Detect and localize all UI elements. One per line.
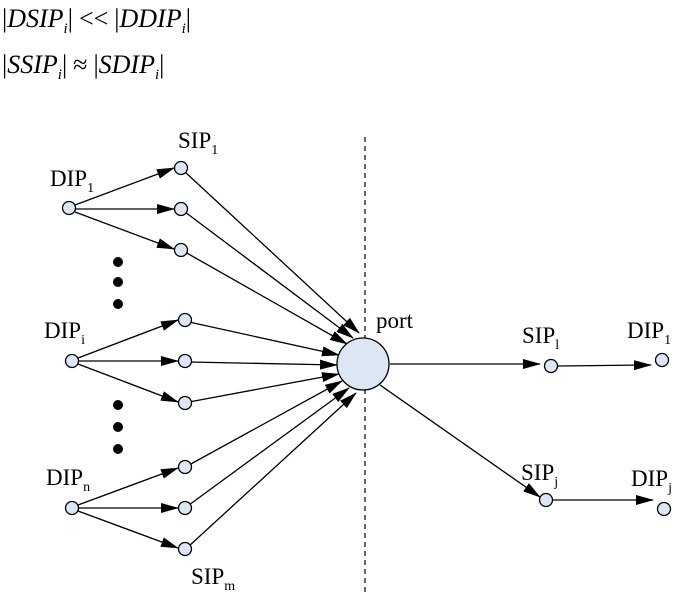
node-sip	[177, 500, 193, 516]
label-port: port	[376, 308, 414, 333]
node-dip-1-right	[654, 352, 670, 368]
node-sip	[173, 201, 189, 217]
label-dip-1-right: DIP1	[627, 318, 671, 348]
node-sip	[177, 312, 193, 328]
edge-dipi-sip-c	[77, 363, 179, 403]
node-sip-l	[543, 358, 559, 374]
formula-line-2: |SSIPi|≈|SDIPi|	[2, 50, 165, 84]
edges	[74, 167, 654, 549]
ellipsis-dots	[113, 257, 123, 454]
edge-to-port-9	[188, 392, 357, 547]
edge-to-port-1	[184, 171, 360, 334]
node-sip	[177, 459, 193, 475]
label-sip-j: SIPj	[521, 460, 558, 490]
node-sip	[177, 353, 193, 369]
edge-dipn-sip-a	[77, 467, 179, 506]
edge-to-port-2	[184, 211, 354, 339]
edge-to-port-5	[188, 359, 338, 370]
label-sip-l: SIPl	[522, 323, 559, 353]
label-dip-n: DIPn	[46, 465, 90, 495]
node-sip-1	[173, 160, 189, 176]
edge-sipl-to-dip1	[557, 360, 652, 371]
formula-line-1: |DSIPi|<<|DDIPi|	[2, 4, 191, 38]
node-dip-n	[64, 500, 80, 516]
ellipsis-dot	[113, 422, 123, 432]
node-sip-m	[177, 541, 193, 557]
edge-to-port-6	[188, 372, 340, 403]
ellipsis-dot	[113, 400, 123, 410]
node-sip	[173, 242, 189, 258]
edge-to-port-3	[184, 251, 348, 345]
ellipsis-dot	[113, 257, 123, 267]
node-sip-j	[538, 492, 554, 508]
label-dip-j: DIPj	[631, 466, 672, 496]
label-dip-1: DIP1	[50, 166, 94, 196]
label-dip-i: DIPi	[44, 318, 85, 348]
nodes	[61, 160, 672, 557]
edge-dipn-sip-c	[77, 510, 179, 549]
node-dip-j	[656, 501, 672, 517]
edge-dip1-sip-c	[74, 211, 175, 250]
edge-dip1-sip-a	[74, 167, 175, 206]
edge-dipi-sip-a	[77, 319, 179, 359]
node-dip-i	[64, 353, 80, 369]
node-dip-1	[61, 200, 77, 216]
edge-to-port-8	[188, 387, 350, 506]
node-sip	[177, 395, 193, 411]
edge-to-port-7	[188, 380, 343, 466]
edge-to-port-4	[188, 321, 340, 357]
ellipsis-dot	[113, 444, 123, 454]
label-sip-1: SIP1	[178, 128, 218, 158]
ellipsis-dot	[113, 299, 123, 309]
port-node	[336, 337, 390, 391]
ellipsis-dot	[113, 277, 123, 287]
edge-port-to-sipj	[379, 384, 541, 498]
label-sip-m: SIPm	[191, 564, 235, 594]
